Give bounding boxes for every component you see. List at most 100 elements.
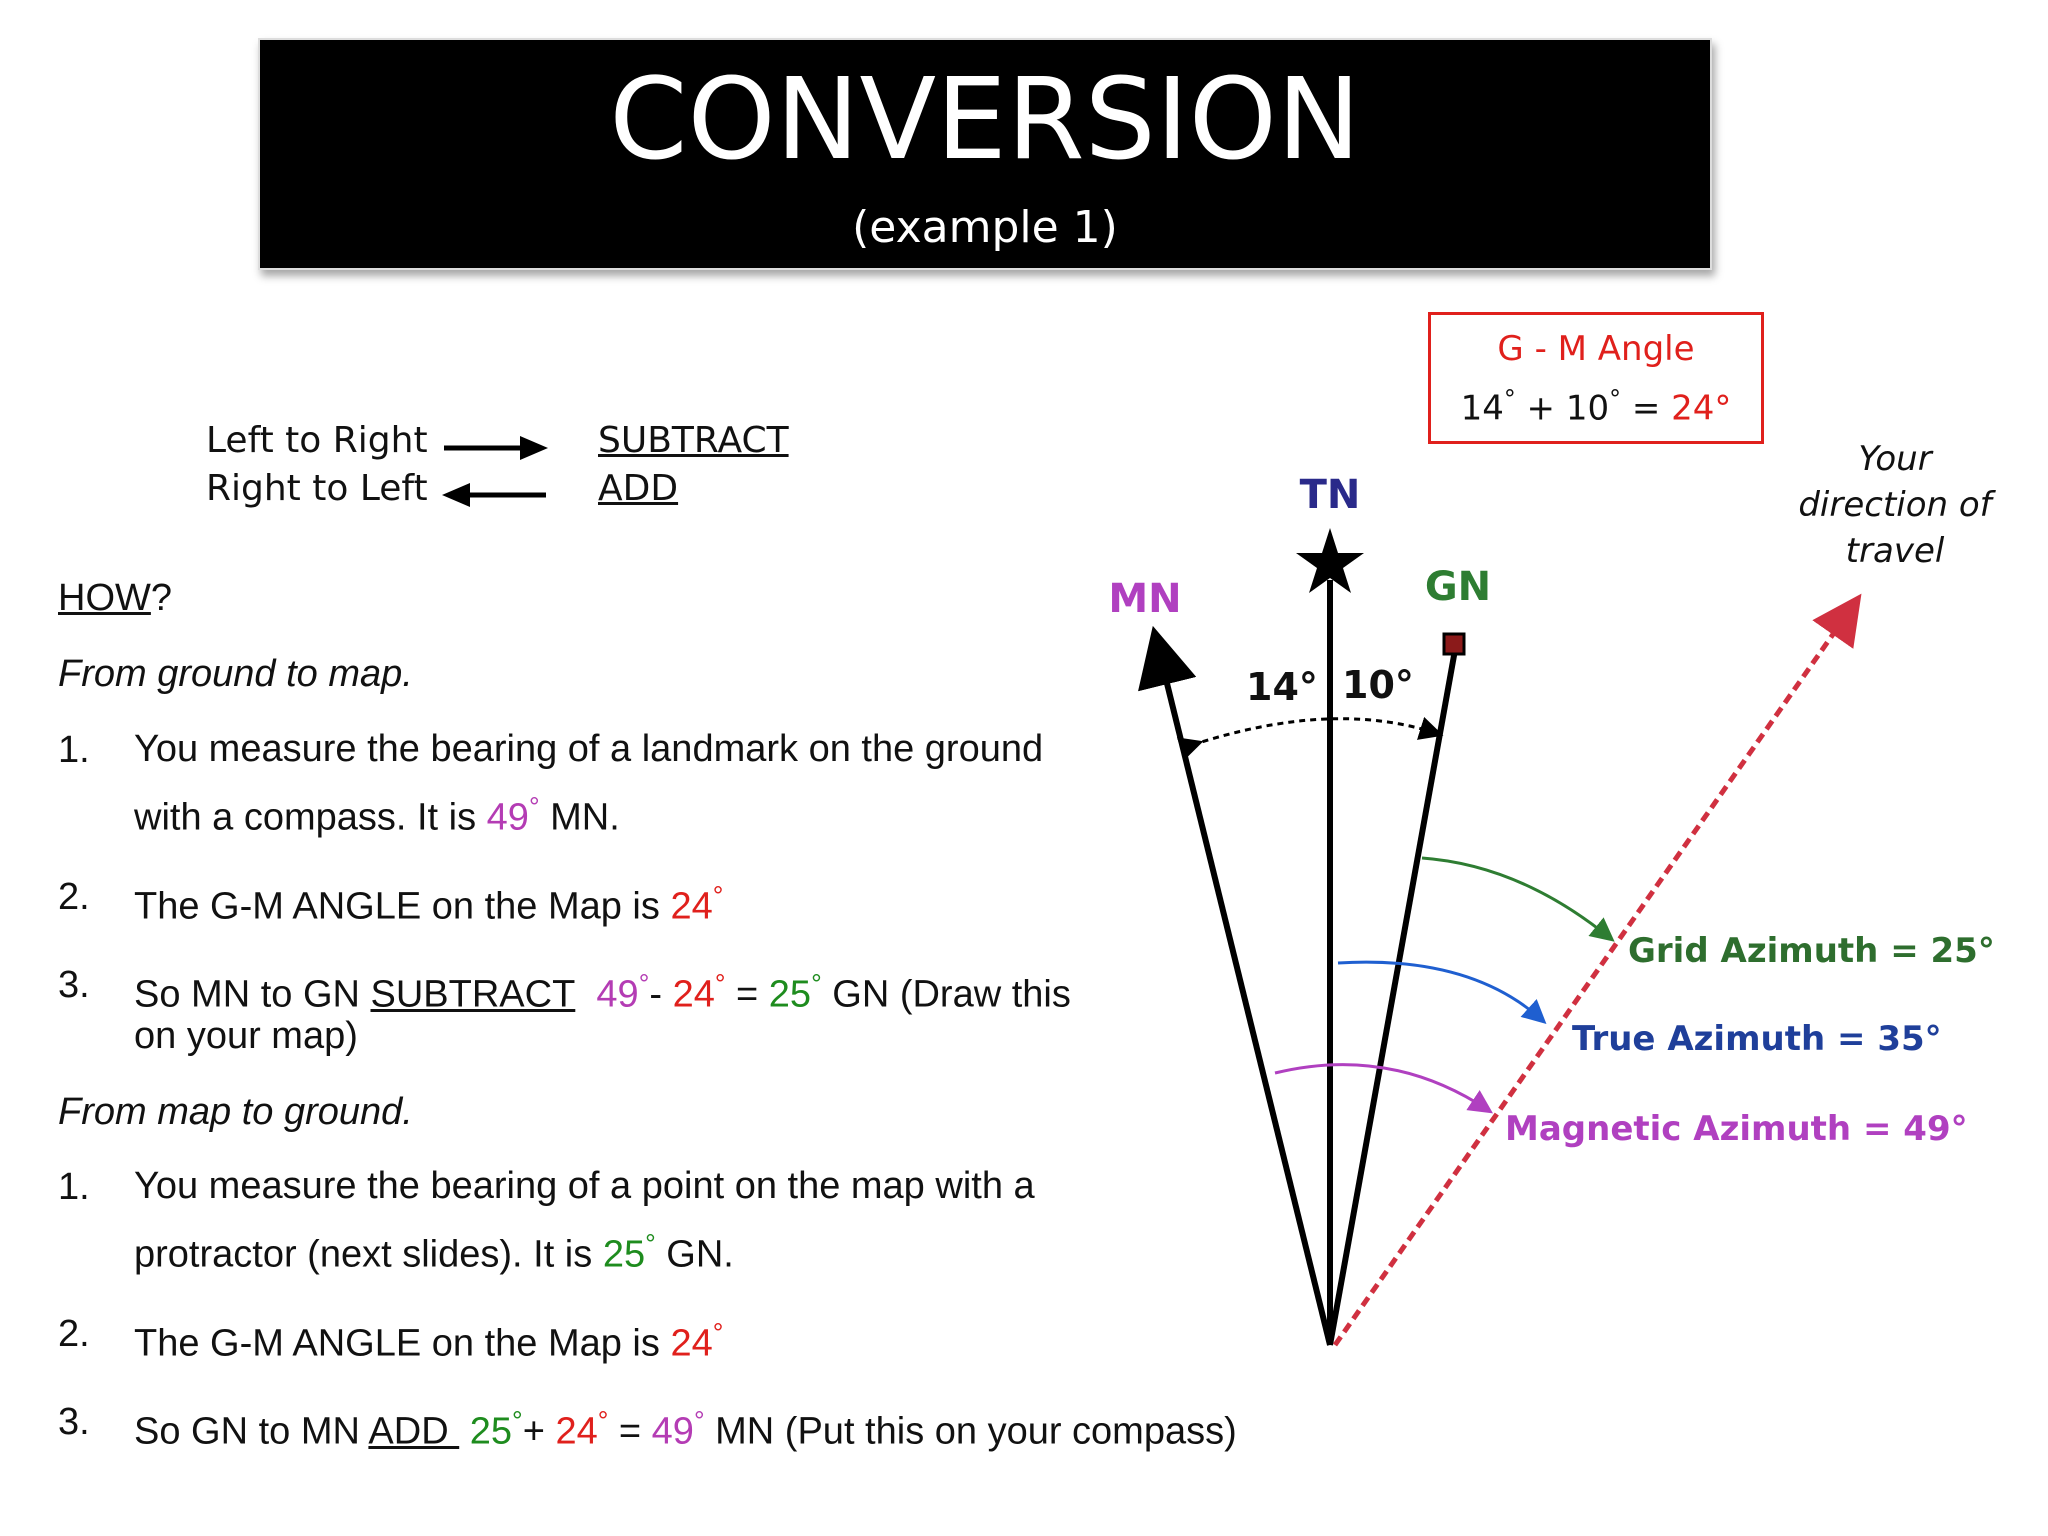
left-arrow-icon [442, 483, 546, 507]
degree-mark: ° [645, 1229, 656, 1259]
slide-subtitle: (example 1) [852, 202, 1118, 253]
angle-arc [1176, 716, 1444, 761]
s1-h-d: map [328, 653, 403, 695]
s2-h-e: . [402, 1091, 413, 1133]
gn-label: GN [1425, 564, 1491, 610]
s2-item2-a: The G-M ANGLE on the Map is [134, 1322, 671, 1365]
gm-angle-box: G - M Angle 14° + 10° = 24° [1428, 312, 1764, 444]
s2-item1-line2-a: protractor (next slides). It is [134, 1233, 603, 1276]
how-word: HOW [58, 577, 151, 619]
section2-heading: From map to ground. [58, 1088, 413, 1137]
s1-item3-v1: 49 [596, 973, 639, 1016]
s2-h-c: to [231, 1091, 284, 1133]
degree-mark: ° [712, 881, 724, 911]
degree-mark: ° [693, 1406, 705, 1436]
degree-mark: ° [1609, 385, 1622, 413]
s1-item3-line2: on your map) [134, 1015, 358, 1057]
s1-item3-v3: 25 [768, 973, 812, 1016]
s1-item3-dash: - [649, 973, 673, 1016]
s2-item3-v3: 49 [651, 1410, 694, 1453]
gm-angle-equation: 14° + 10° = 24° [1431, 385, 1761, 428]
magnetic-azimuth-label: Magnetic Azimuth = 49° [1505, 1109, 1968, 1149]
degree-mark: ° [512, 1406, 523, 1436]
angle-right-label: 10° [1342, 663, 1414, 707]
s1-item3-a: So MN to GN [134, 973, 371, 1016]
right-arrow-icon [444, 436, 548, 460]
s1-item2-value: 24 [670, 885, 713, 928]
degree-mark: ° [638, 969, 650, 999]
s1-h-e: . [402, 653, 413, 695]
s2-item3-tail: MN (Put this on your compass) [704, 1410, 1237, 1453]
degree-mark: ° [1503, 385, 1516, 413]
grid-azimuth-arc [1421, 856, 1615, 942]
title-banner: CONVERSION (example 1) [258, 38, 1712, 270]
s1-item1-number: 1. [58, 729, 90, 771]
s1-item3-eq: = [725, 973, 769, 1016]
s2-item3-a: So GN to MN [134, 1410, 369, 1453]
s2-item3-v2: 24 [555, 1410, 598, 1453]
gm-angle-title: G - M Angle [1497, 329, 1695, 369]
gm-eq-b: + 10 [1515, 388, 1610, 429]
rule-add-label: ADD [598, 468, 679, 509]
s1-h-c: to [275, 653, 329, 695]
s2-h-b: map [157, 1091, 232, 1133]
s2-item1-line2: protractor (next slides). It is 25° GN. [134, 1215, 734, 1284]
degree-mark: ° [712, 1318, 724, 1348]
travel-line-2: direction of [1798, 485, 1992, 525]
s2-item3-line1: So GN to MN ADD 25°+ 24° = 49° MN (Put t… [134, 1392, 1237, 1461]
s1-item3-number: 3. [58, 964, 90, 1006]
s1-item1-line2-b: MN. [539, 796, 620, 839]
s2-h-a: From [58, 1091, 158, 1133]
square-icon [1442, 632, 1466, 656]
s1-item2-number: 2. [58, 876, 90, 918]
travel-direction-label: Your direction of travel [1780, 436, 2010, 574]
s2-item1-line1: You measure the bearing of a point on th… [134, 1165, 1035, 1207]
how-question-mark: ? [150, 577, 173, 619]
s2-item3-eq: = [608, 1410, 652, 1453]
s2-item3-plus: + [522, 1410, 556, 1453]
s1-item3-v2: 24 [672, 973, 715, 1016]
rule-left-to-right-label: Left to Right [206, 420, 428, 461]
s1-item3-op: SUBTRACT [370, 973, 576, 1016]
s2-h-d: ground [283, 1091, 403, 1133]
true-azimuth-label: True Azimuth = 35° [1572, 1019, 1942, 1059]
s2-item1-value: 25 [602, 1233, 646, 1276]
section1-heading: From ground to map. [58, 650, 413, 699]
degree-mark: ° [597, 1406, 609, 1436]
travel-line-3: travel [1845, 531, 1945, 571]
s2-item3-op: ADD [368, 1410, 460, 1453]
s1-h-b: ground [157, 653, 276, 695]
travel-direction-line [1332, 593, 1862, 1347]
s1-item1-line2: with a compass. It is 49° MN. [134, 778, 620, 847]
grid-azimuth-label: Grid Azimuth = 25° [1628, 931, 1995, 971]
s2-item2-value: 24 [670, 1322, 713, 1365]
s1-item3-tail: GN (Draw this [821, 973, 1071, 1016]
s1-item2-a: The G-M ANGLE on the Map is [134, 885, 671, 928]
s2-item3-number: 3. [58, 1401, 90, 1443]
gm-eq-a: 14 [1460, 388, 1504, 429]
magnetic-azimuth-arc [1274, 1063, 1494, 1114]
degree-mark: ° [714, 969, 726, 999]
slide-title: CONVERSION [609, 55, 1361, 185]
rule-subtract-label: SUBTRACT [598, 420, 789, 461]
s2-item1-line2-b: GN. [655, 1233, 734, 1276]
declination-diagram: TN MN GN 14° 10° Grid Azimuth = 25° True… [1108, 472, 1995, 1347]
s1-item2-text: The G-M ANGLE on the Map is 24° [134, 867, 723, 936]
s1-item1-line2-a: with a compass. It is [134, 796, 487, 839]
mn-label: MN [1108, 576, 1181, 622]
degree-mark: ° [811, 969, 822, 999]
gm-eq-equals: = [1621, 388, 1672, 429]
angle-left-label: 14° [1246, 665, 1318, 709]
gm-eq-result: 24° [1671, 388, 1732, 429]
s2-item2-text: The G-M ANGLE on the Map is 24° [134, 1304, 723, 1373]
s2-item3-v1: 25 [469, 1410, 513, 1453]
s2-item2-number: 2. [58, 1313, 90, 1355]
rule-right-to-left-label: Right to Left [206, 468, 428, 509]
gn-line [1327, 649, 1458, 1346]
star-icon [1296, 528, 1364, 593]
tn-label: TN [1300, 472, 1361, 518]
s1-item1-line1: You measure the bearing of a landmark on… [134, 728, 1044, 770]
s1-item3-line1: So MN to GN SUBTRACT 49°- 24° = 25° GN (… [134, 955, 1071, 1024]
s1-h-a: From [58, 653, 158, 695]
s2-item1-number: 1. [58, 1166, 90, 1208]
